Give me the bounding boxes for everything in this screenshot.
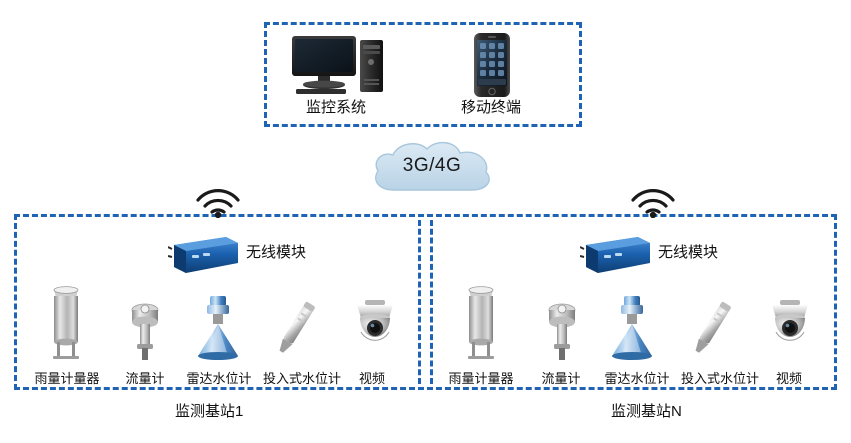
- ptz-camera-icon: [345, 298, 405, 360]
- station-1-device-label-video: 视频: [358, 371, 385, 386]
- station-1-device-label-submersible-level: 投入式水位计: [262, 371, 341, 386]
- base-stations-group: [14, 214, 837, 390]
- flow-meter-icon: [124, 300, 166, 362]
- station-n-title: 监测基站N: [611, 403, 682, 420]
- monitoring-system-label: 监控系统: [306, 99, 367, 116]
- station-n-device-label-radar-level: 雷达水位计: [604, 371, 670, 386]
- station-n-device-label-video: 视频: [775, 371, 802, 386]
- station-divider-left: [418, 220, 421, 384]
- desktop-computer-icon: [290, 34, 394, 96]
- flow-meter-icon-2: [541, 300, 583, 362]
- rain-gauge-icon: [44, 284, 88, 362]
- station-n-device-label-submersible-level: 投入式水位计: [680, 371, 759, 386]
- station-n-device-label-rain-gauge: 雨量计量器: [448, 371, 514, 386]
- wireless-module-icon: [168, 233, 240, 275]
- radar-level-icon-2: [608, 294, 656, 362]
- wireless-signal-icon: [190, 178, 246, 218]
- radar-level-icon: [194, 294, 242, 362]
- station-1-device-label-flow-meter: 流量计: [125, 371, 165, 386]
- submersible-level-icon-2: [684, 298, 740, 360]
- station-1-device-label-rain-gauge: 雨量计量器: [34, 371, 100, 386]
- mobile-terminal-label: 移动终端: [461, 99, 522, 116]
- wireless-signal-icon-2: [625, 178, 681, 218]
- station-1-title: 监测基站1: [175, 403, 244, 420]
- ptz-camera-icon-2: [760, 298, 820, 360]
- station-1-device-label-radar-level: 雷达水位计: [186, 371, 252, 386]
- network-cloud: 3G/4G: [368, 138, 496, 194]
- smartphone-icon: [473, 32, 511, 98]
- station-divider-right: [430, 220, 433, 384]
- cloud-label: 3G/4G: [402, 155, 462, 176]
- wireless-module-icon-2: [580, 233, 652, 275]
- station-n-wireless-module-label: 无线模块: [658, 244, 719, 261]
- control-center-group: [264, 22, 582, 127]
- station-n-device-label-flow-meter: 流量计: [541, 371, 581, 386]
- station-1-wireless-module-label: 无线模块: [246, 244, 307, 261]
- submersible-level-icon: [268, 298, 324, 360]
- rain-gauge-icon-2: [459, 284, 503, 362]
